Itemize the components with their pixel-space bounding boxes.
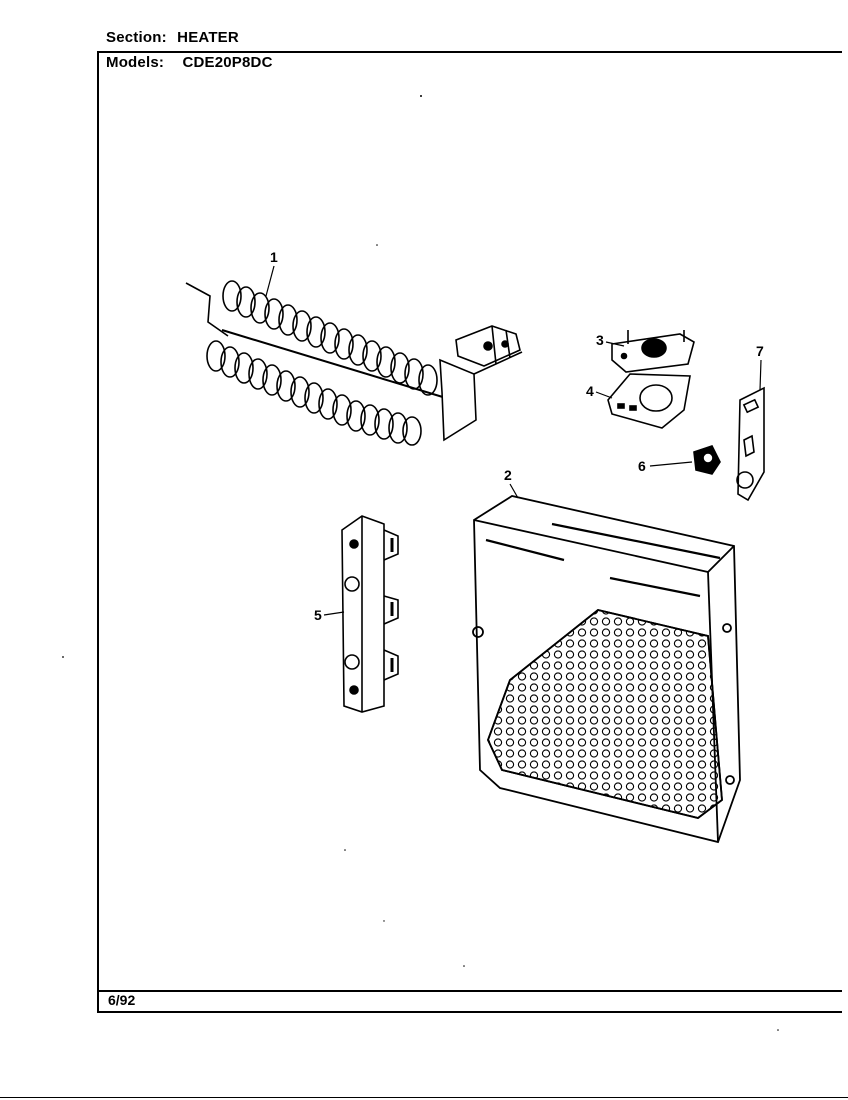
thermostat (611, 330, 695, 373)
revision-date: 6/92 (108, 992, 136, 1008)
section-value: HEATER (177, 29, 239, 46)
thermal-fuse (693, 445, 721, 475)
svg-text:6: 6 (638, 458, 646, 474)
heating-element (185, 280, 523, 446)
callout-6: 6 (638, 458, 693, 474)
diagram-frame (97, 51, 842, 1013)
footer-divider (97, 990, 842, 992)
svg-text:5: 5 (314, 607, 322, 623)
callout-2: 2 (504, 467, 519, 499)
mounting-plate (736, 386, 765, 502)
page-edge-line (0, 1097, 848, 1098)
section-label: Section: (106, 29, 167, 46)
svg-text:4: 4 (586, 383, 594, 399)
svg-text:1: 1 (270, 249, 278, 265)
scan-specks (62, 95, 779, 1031)
svg-text:7: 7 (756, 343, 764, 359)
callout-4: 4 (586, 383, 613, 399)
callout-3: 3 (596, 332, 625, 348)
callout-5: 5 (314, 607, 345, 623)
section-line: Section: HEATER (106, 29, 239, 46)
callout-1: 1 (265, 249, 278, 297)
models-value: CDE20P8DC (182, 54, 273, 71)
heater-housing (472, 495, 741, 844)
svg-text:3: 3 (596, 332, 604, 348)
svg-text:2: 2 (504, 467, 512, 483)
models-line: Models: CDE20P8DC (106, 54, 273, 71)
terminal-block (341, 515, 399, 713)
models-label: Models: (106, 54, 165, 71)
callout-7: 7 (756, 343, 764, 391)
thermostat-bracket (607, 373, 691, 429)
